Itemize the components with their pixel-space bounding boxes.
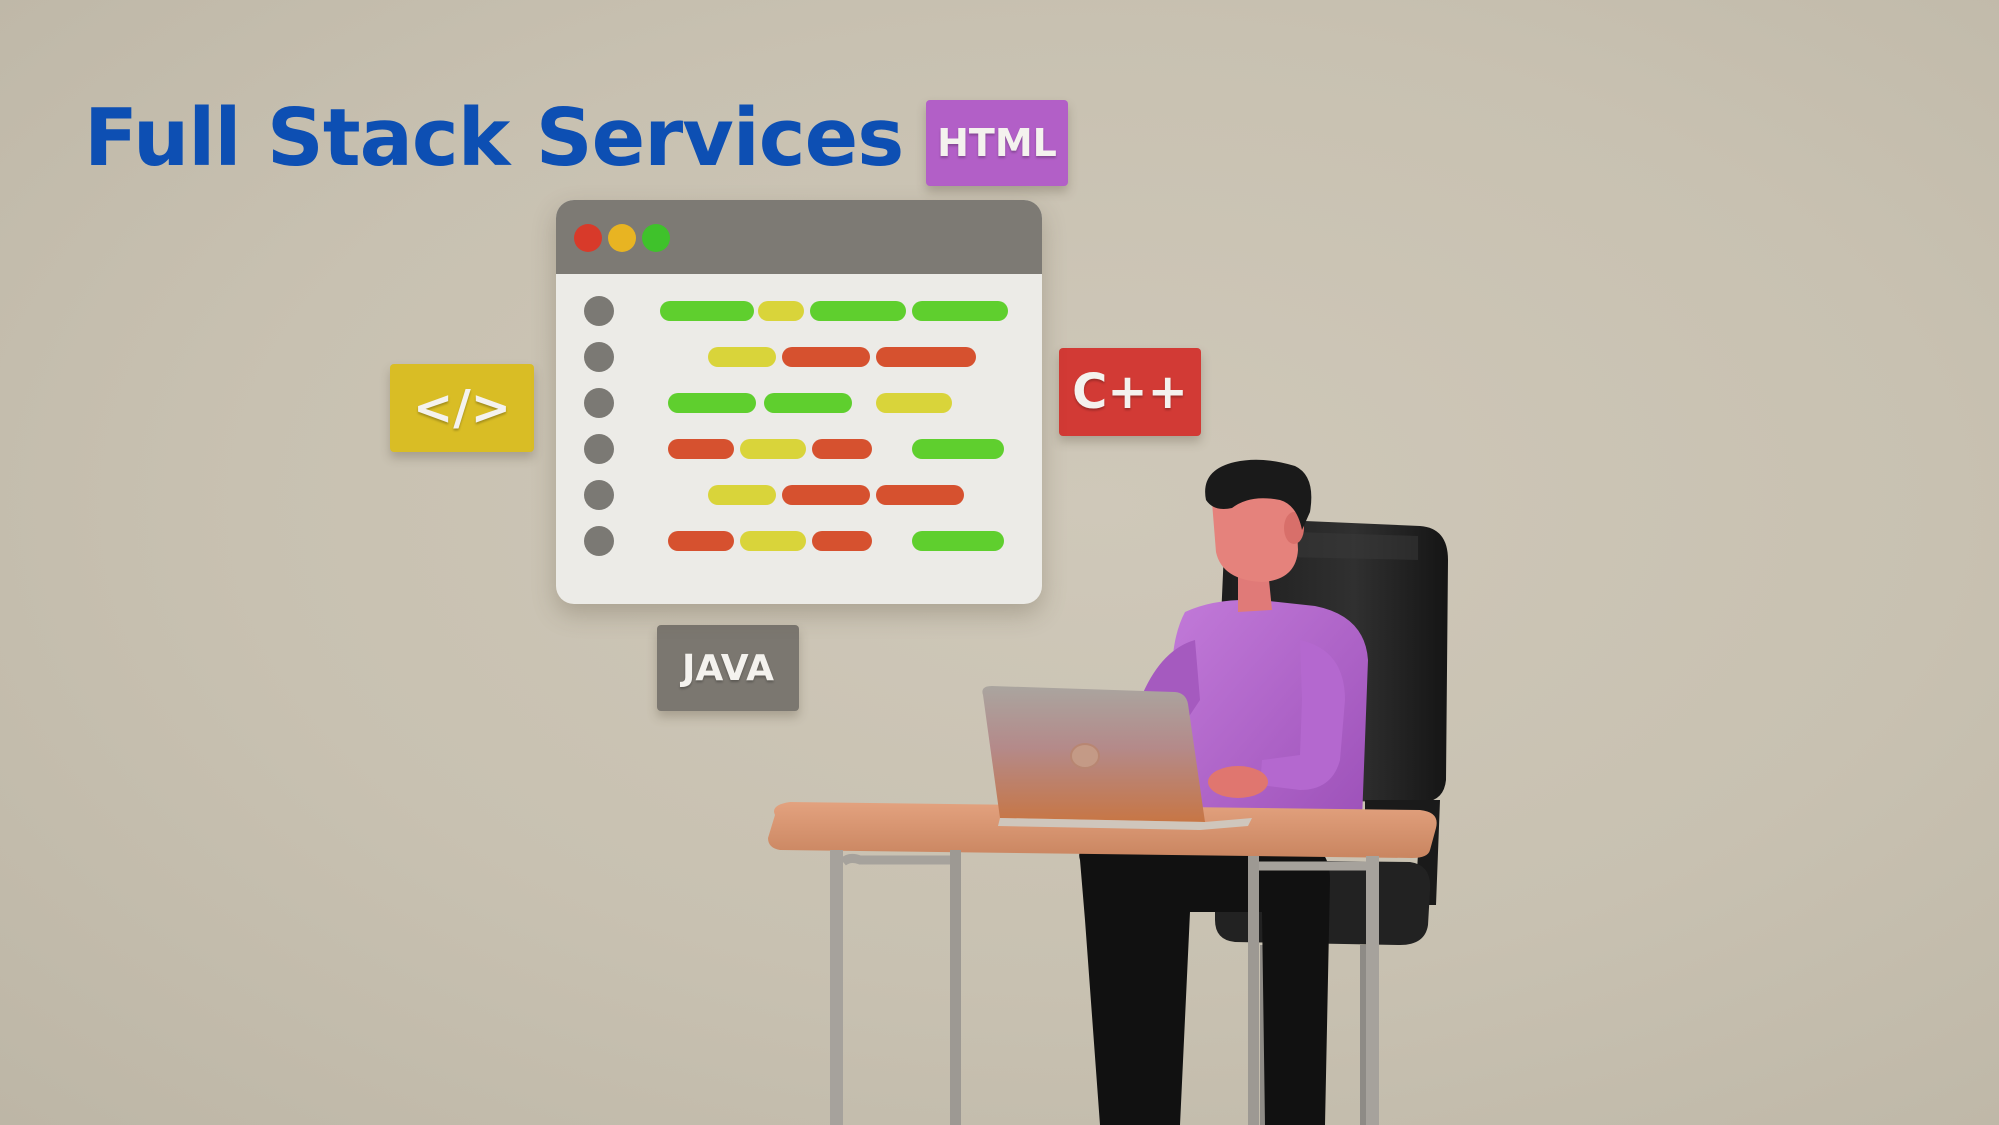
code-segment — [810, 301, 906, 321]
window-titlebar — [556, 200, 1042, 274]
code-segment — [812, 531, 872, 551]
line-bullet-icon — [584, 480, 614, 510]
code-segment — [668, 531, 734, 551]
line-bullet-icon — [584, 526, 614, 556]
line-bullet-icon — [584, 434, 614, 464]
code-segment — [758, 301, 804, 321]
cpp-tag: C++ — [1059, 348, 1201, 436]
desk — [768, 802, 1437, 1125]
code-segment — [782, 347, 870, 367]
code-segment — [782, 485, 870, 505]
developer-figure — [1079, 459, 1368, 1125]
code-segment — [912, 439, 1004, 459]
code-segment — [876, 347, 976, 367]
close-dot-icon — [574, 224, 602, 252]
code-segment — [740, 439, 806, 459]
java-tag: JAVA — [657, 625, 799, 711]
code-segment — [660, 301, 754, 321]
code-segment — [876, 393, 952, 413]
line-bullet-icon — [584, 296, 614, 326]
page-title: Full Stack Services — [84, 92, 904, 184]
minimize-dot-icon — [608, 224, 636, 252]
code-segment — [668, 439, 734, 459]
line-bullet-icon — [584, 342, 614, 372]
code-segment — [668, 393, 756, 413]
code-segment — [708, 485, 776, 505]
code-segment — [740, 531, 806, 551]
code-tag: </> — [390, 364, 534, 452]
maximize-dot-icon — [642, 224, 670, 252]
code-segment — [912, 531, 1004, 551]
code-segment — [708, 347, 776, 367]
laptop — [982, 686, 1252, 830]
code-segment — [764, 393, 852, 413]
code-segment — [876, 485, 964, 505]
code-window-illustration — [556, 200, 1042, 604]
line-bullet-icon — [584, 388, 614, 418]
html-tag: HTML — [926, 100, 1068, 186]
code-segment — [912, 301, 1008, 321]
code-segment — [812, 439, 872, 459]
